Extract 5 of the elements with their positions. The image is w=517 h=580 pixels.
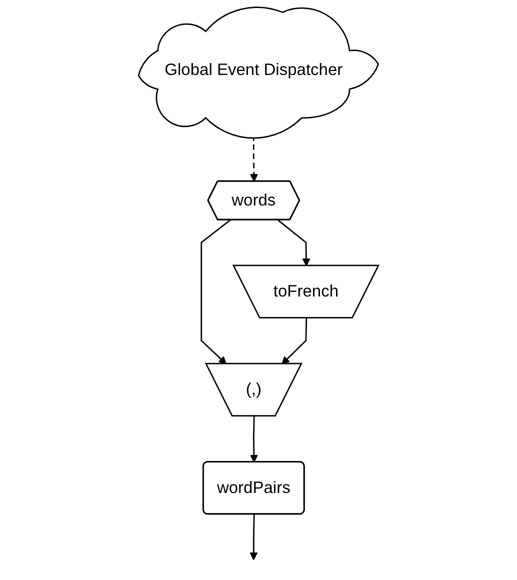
arrow bbox=[278, 220, 310, 266]
arrow bbox=[200, 220, 231, 364]
arrow bbox=[282, 318, 308, 364]
arrow bbox=[250, 416, 258, 463]
arrow bbox=[250, 514, 258, 560]
